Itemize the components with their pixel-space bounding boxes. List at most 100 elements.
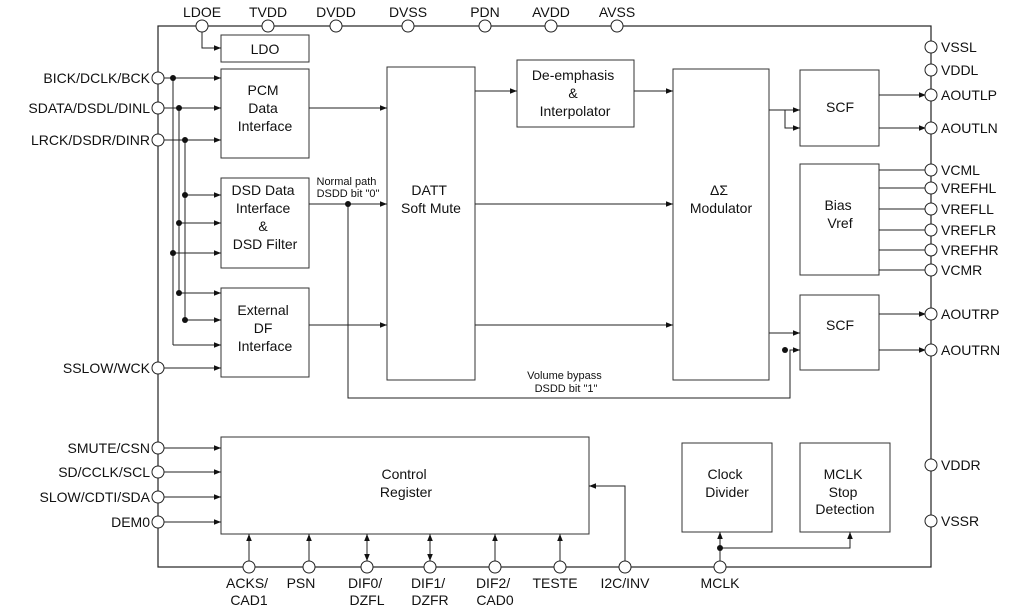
pin-pdn xyxy=(478,19,492,33)
pin-slow xyxy=(151,490,165,504)
pin-label-slow: SLOW/CDTI/SDA xyxy=(40,489,151,505)
pin-lrck xyxy=(151,133,165,147)
pin-vcml xyxy=(924,163,938,177)
pin-aoutrp xyxy=(924,307,938,321)
pin-label-tvdd: TVDD xyxy=(249,4,287,20)
mclk-stop-block xyxy=(799,442,891,533)
pin-label-aoutrp: AOUTRP xyxy=(941,306,999,322)
pin-acks xyxy=(242,560,256,574)
external-df-label: External DF Interface xyxy=(237,302,292,354)
pin-label-pdn: PDN xyxy=(470,4,500,20)
pin-sd xyxy=(151,465,165,479)
pin-sdata xyxy=(151,101,165,115)
datt-label: DATT Soft Mute xyxy=(401,182,461,216)
modulator-label: ΔΣ Modulator xyxy=(690,182,753,216)
pcm-interface-block xyxy=(220,68,310,159)
left-pins: BICK/DCLK/BCK SDATA/DSDL/DINL LRCK/DSDR/… xyxy=(28,70,165,530)
pin-label-avdd: AVDD xyxy=(532,4,570,20)
dsd-interface-block xyxy=(220,177,310,269)
pin-i2c xyxy=(618,560,632,574)
pin-label-vcmr: VCMR xyxy=(941,262,982,278)
pin-vrefhr xyxy=(924,243,938,257)
pin-label-dif0: DIF0/ DZFL xyxy=(348,575,386,608)
bottom-pins: ACKS/ CAD1 PSN DIF0/ DZFL DIF1/ DZFR DIF… xyxy=(226,560,741,608)
pin-vreflr xyxy=(924,223,938,237)
pin-teste xyxy=(553,560,567,574)
volume-bypass-note: Volume bypass DSDD bit "1" xyxy=(527,370,605,395)
pin-tvdd xyxy=(261,19,275,33)
pin-aoutlp xyxy=(924,88,938,102)
normal-path-note: Normal path DSDD bit "0" xyxy=(317,176,380,200)
pin-ldoe xyxy=(195,19,209,33)
pin-dif2 xyxy=(488,560,502,574)
pin-label-vddl: VDDL xyxy=(941,62,979,78)
pin-label-i2c: I2C/INV xyxy=(600,575,650,591)
bias-vref-label: Bias Vref xyxy=(824,197,855,231)
pin-label-vrefhr: VREFHR xyxy=(941,242,999,258)
pin-label-dem0: DEM0 xyxy=(111,514,150,530)
pin-label-vddr: VDDR xyxy=(941,457,981,473)
pin-aoutln xyxy=(924,121,938,135)
pin-vcmr xyxy=(924,263,938,277)
deemphasis-block xyxy=(516,59,635,128)
junction-dots xyxy=(170,75,788,551)
pin-avdd xyxy=(544,19,558,33)
pin-label-dvss: DVSS xyxy=(389,4,427,20)
pin-vddl xyxy=(924,63,938,77)
pin-label-bick: BICK/DCLK/BCK xyxy=(43,70,150,86)
pin-sslow xyxy=(151,361,165,375)
pin-label-vcml: VCML xyxy=(941,162,980,178)
pin-label-avss: AVSS xyxy=(599,4,635,20)
pin-smute xyxy=(151,441,165,455)
control-register-block xyxy=(220,436,590,535)
pin-label-dif1: DIF1/ DZFR xyxy=(411,575,449,608)
pin-dem0 xyxy=(151,515,165,529)
control-register-label: Control Register xyxy=(380,466,432,500)
clock-divider-label: Clock Divider xyxy=(705,466,749,500)
pin-label-smute: SMUTE/CSN xyxy=(68,440,150,456)
pin-label-acks: ACKS/ CAD1 xyxy=(226,575,272,608)
pin-label-dvdd: DVDD xyxy=(316,4,356,20)
pin-label-ldoe: LDOE xyxy=(183,4,221,20)
dsd-interface-label: DSD Data Interface & DSD Filter xyxy=(232,182,299,252)
pin-label-vrefll: VREFLL xyxy=(941,201,994,217)
scf-top-label: SCF xyxy=(826,99,854,115)
pin-label-vrefhl: VREFHL xyxy=(941,180,996,196)
ldo-label: LDO xyxy=(251,41,280,57)
pin-label-vreflr: VREFLR xyxy=(941,222,996,238)
modulator-block xyxy=(672,68,770,381)
pin-label-aoutrn: AOUTRN xyxy=(941,342,1000,358)
pin-vssl xyxy=(924,40,938,54)
datt-block xyxy=(386,66,476,381)
pin-dvdd xyxy=(329,19,343,33)
pin-aoutrn xyxy=(924,343,938,357)
pin-vddr xyxy=(924,458,938,472)
mclk-stop-label: MCLK Stop Detection xyxy=(815,466,874,517)
pin-dif0 xyxy=(360,560,374,574)
pin-bick xyxy=(151,71,165,85)
scf-bottom-block xyxy=(799,294,880,371)
pin-avss xyxy=(610,19,624,33)
pin-label-aoutln: AOUTLN xyxy=(941,120,998,136)
deemphasis-label: De-emphasis & Interpolator xyxy=(532,67,618,119)
pin-label-dif2: DIF2/ CAD0 xyxy=(476,575,514,608)
pin-dif1 xyxy=(423,560,437,574)
pin-label-sd: SD/CCLK/SCL xyxy=(58,464,150,480)
scf-top-block xyxy=(799,69,880,147)
pin-label-lrck: LRCK/DSDR/DINR xyxy=(31,132,150,148)
pin-label-sdata: SDATA/DSDL/DINL xyxy=(28,100,150,116)
external-df-block xyxy=(220,287,310,378)
pin-dvss xyxy=(401,19,415,33)
pin-label-sslow: SSLOW/WCK xyxy=(63,360,151,376)
pin-label-aoutlp: AOUTLP xyxy=(941,87,997,103)
pin-vssr xyxy=(924,514,938,528)
right-pins: VSSL VDDL AOUTLP AOUTLN VCML VREFHL VREF… xyxy=(924,39,1000,529)
pcm-interface-label: PCM Data Interface xyxy=(238,82,293,134)
pin-mclk xyxy=(713,560,727,574)
pin-label-vssl: VSSL xyxy=(941,39,977,55)
pin-label-psn: PSN xyxy=(287,575,316,591)
pin-label-mclk: MCLK xyxy=(701,575,741,591)
pin-vrefhl xyxy=(924,181,938,195)
pin-psn xyxy=(302,560,316,574)
